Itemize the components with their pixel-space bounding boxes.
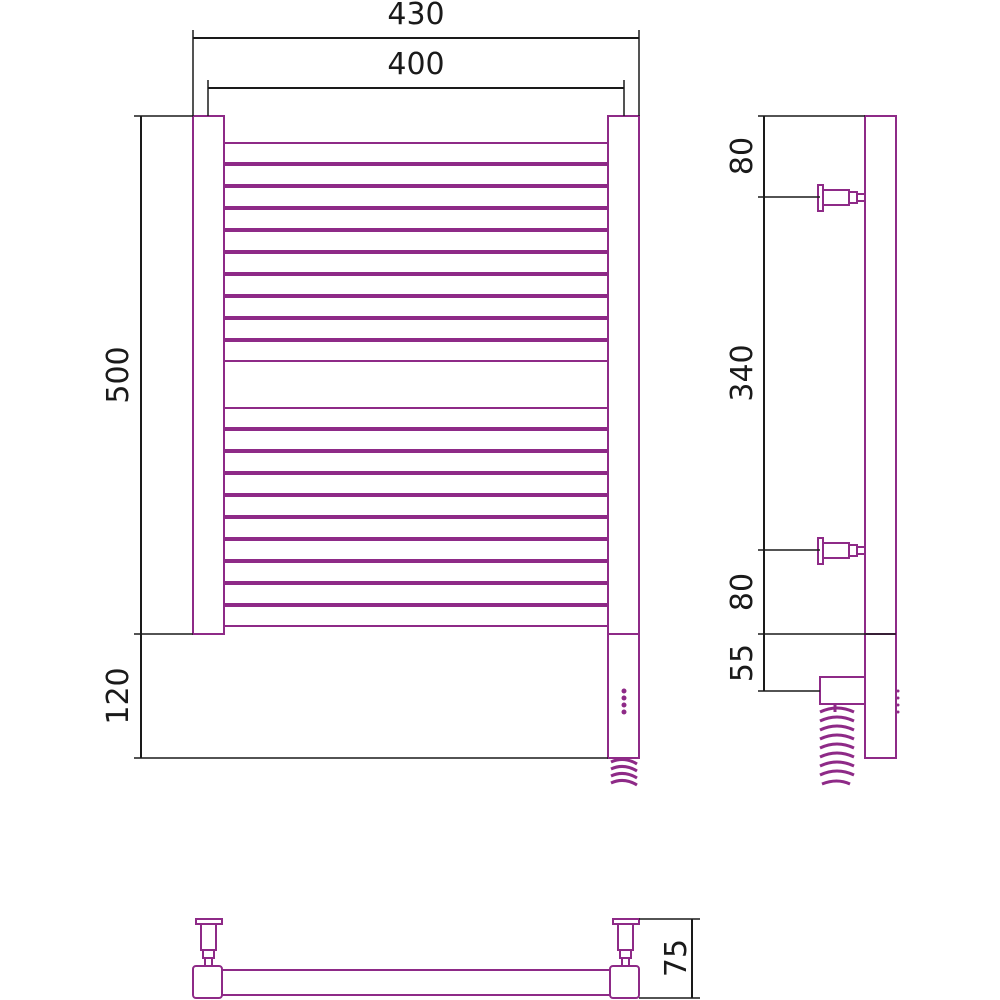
dim-400-label: 400 bbox=[387, 47, 444, 82]
front-cable-coil bbox=[610, 757, 638, 787]
front-view: 430 400 500 120 bbox=[101, 0, 640, 787]
side-heater-dots bbox=[896, 689, 900, 714]
rail-bar-10 bbox=[223, 407, 609, 429]
top-view: 75 bbox=[192, 918, 700, 999]
rail-bar-13 bbox=[223, 473, 609, 495]
lower-wall-mount bbox=[817, 537, 866, 565]
rail-bar-8 bbox=[223, 318, 609, 340]
upper-wall-mount bbox=[817, 184, 866, 212]
dim-500-label: 500 bbox=[101, 346, 136, 403]
dim-120-label: 120 bbox=[101, 667, 136, 724]
dimension-height: 500 bbox=[101, 115, 193, 635]
dimension-inner-width: 400 bbox=[207, 47, 625, 116]
rail-bar-11 bbox=[223, 429, 609, 451]
rail-bar-9 bbox=[223, 340, 609, 362]
dimension-cable-offset: 120 bbox=[101, 634, 608, 759]
top-left-mount bbox=[195, 918, 223, 967]
dim-430-label: 430 bbox=[387, 0, 444, 32]
rail-bar-17 bbox=[223, 561, 609, 583]
side-heater-housing bbox=[864, 633, 897, 759]
top-right-collector bbox=[609, 965, 640, 999]
side-cable-entry bbox=[819, 676, 866, 786]
rail-bar-15 bbox=[223, 517, 609, 539]
rail-bar-4 bbox=[223, 230, 609, 252]
rail-bar-12 bbox=[223, 451, 609, 473]
dim-75-label: 75 bbox=[659, 939, 694, 977]
rail-bar-7 bbox=[223, 296, 609, 318]
rail-bar-3 bbox=[223, 208, 609, 230]
rails-group bbox=[223, 142, 609, 627]
side-collector bbox=[864, 115, 897, 635]
dim-55-label: 55 bbox=[725, 644, 760, 682]
rail-bar-16 bbox=[223, 539, 609, 561]
heater-indicator-dots bbox=[621, 688, 627, 715]
right-collector bbox=[607, 115, 640, 635]
dimension-overall-width: 430 bbox=[192, 0, 640, 116]
rail-bar-1 bbox=[223, 164, 609, 186]
top-right-mount bbox=[612, 918, 640, 967]
rail-bar-2 bbox=[223, 186, 609, 208]
side-dimensions: 80 340 80 55 bbox=[725, 115, 896, 692]
dim-top-80-label: 80 bbox=[725, 137, 760, 175]
rail-bar-5 bbox=[223, 252, 609, 274]
rail-bar-19 bbox=[223, 605, 609, 627]
top-left-collector bbox=[192, 965, 223, 999]
rail-bar-6 bbox=[223, 274, 609, 296]
top-rail bbox=[221, 969, 611, 996]
dim-340-label: 340 bbox=[725, 344, 760, 401]
left-collector bbox=[192, 115, 225, 635]
side-view: 80 340 80 55 bbox=[725, 115, 900, 786]
dim-bottom-80-label: 80 bbox=[725, 573, 760, 611]
rail-bar-0 bbox=[223, 142, 609, 164]
rail-bar-14 bbox=[223, 495, 609, 517]
dimension-depth: 75 bbox=[639, 918, 700, 999]
rail-bar-18 bbox=[223, 583, 609, 605]
